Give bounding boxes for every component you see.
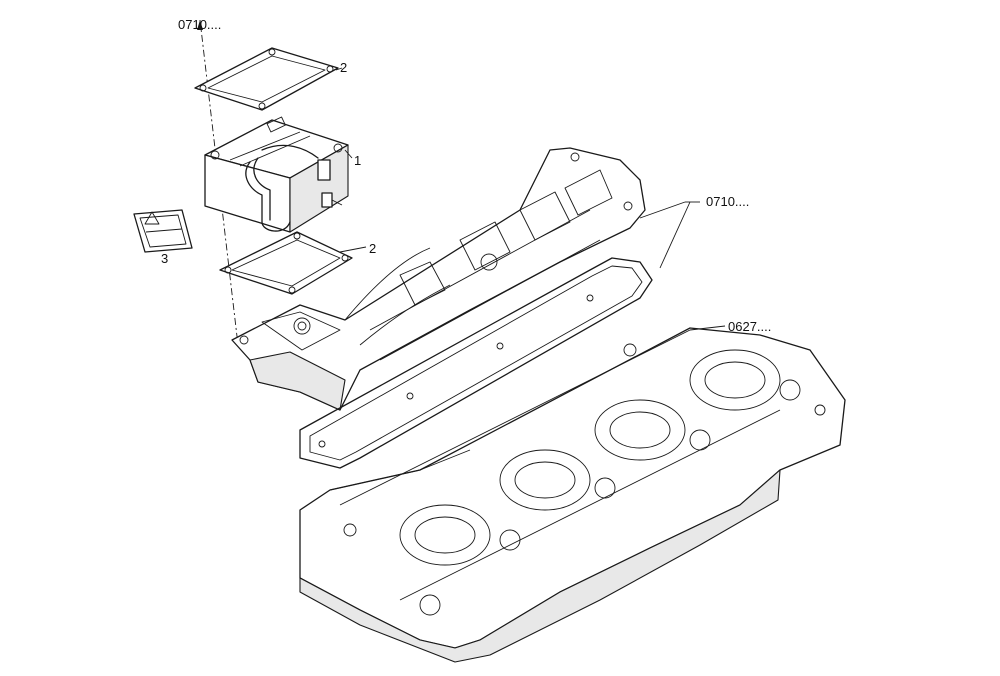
upper-gasket bbox=[194, 47, 339, 111]
leader-lines bbox=[335, 67, 726, 331]
callout-item-2-upper: 2 bbox=[340, 60, 348, 75]
callout-item-3: 3 bbox=[161, 251, 169, 266]
axis-arrow-up bbox=[197, 20, 203, 30]
assembly-axis-line bbox=[199, 19, 239, 346]
head-gasket bbox=[299, 257, 653, 469]
lower-gasket bbox=[219, 231, 353, 295]
callout-item-1: 1 bbox=[354, 153, 362, 168]
cam-housing bbox=[231, 147, 646, 411]
reference-label-top: 0710.... bbox=[178, 17, 222, 32]
valve-housing bbox=[204, 116, 349, 233]
reference-label-head: 0627.... bbox=[728, 319, 772, 334]
warning-label bbox=[133, 209, 193, 253]
cylinder-head bbox=[299, 327, 846, 663]
callout-item-2-lower: 2 bbox=[369, 241, 377, 256]
reference-label-gasket: 0710.... bbox=[706, 194, 750, 209]
